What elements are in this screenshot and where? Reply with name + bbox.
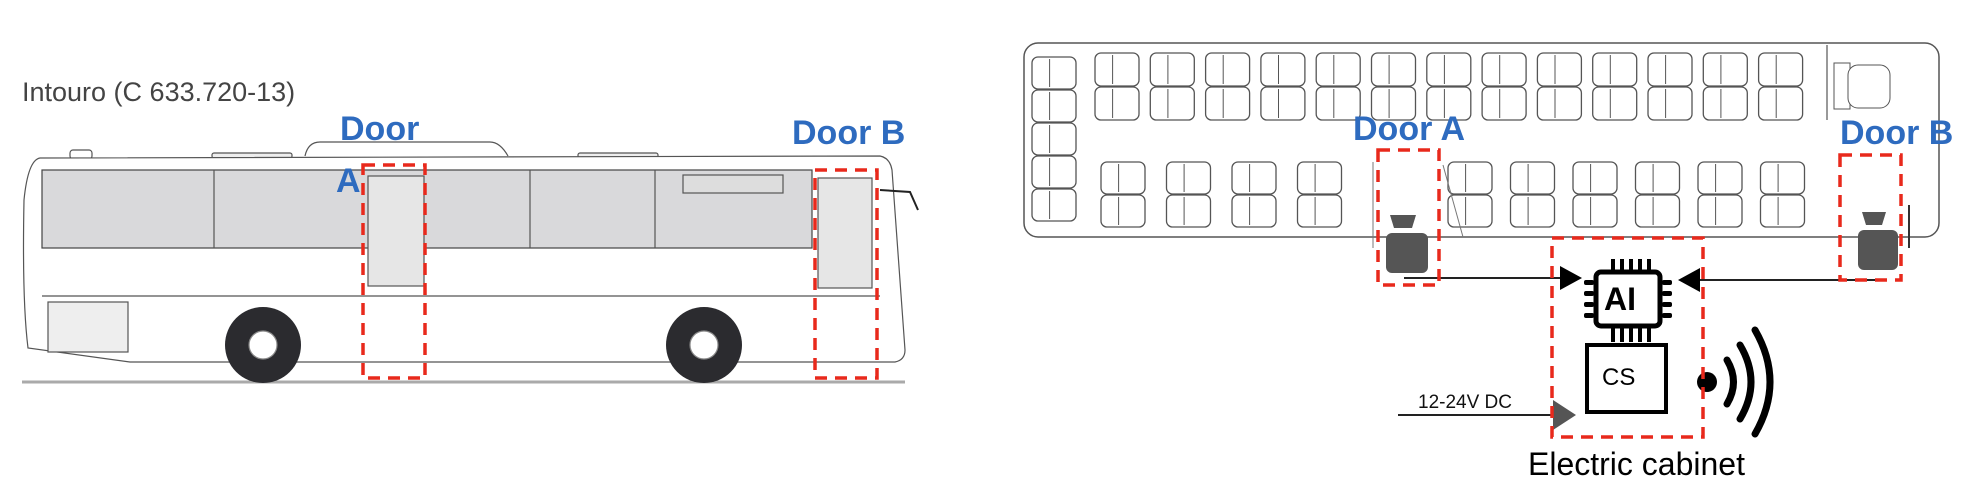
roof-unit bbox=[304, 141, 509, 157]
seat-layout bbox=[1031, 52, 1806, 228]
seat-icon bbox=[1702, 52, 1748, 87]
driver-seat-icon bbox=[1847, 64, 1891, 109]
seat-icon bbox=[1592, 86, 1638, 121]
controller-box bbox=[1585, 343, 1668, 414]
seat-icon bbox=[1509, 194, 1556, 228]
front-wheel-hub bbox=[689, 330, 719, 360]
seat-icon bbox=[1757, 86, 1804, 121]
seat-icon bbox=[1697, 194, 1743, 228]
door-a-panel bbox=[367, 175, 425, 287]
seat-icon bbox=[1647, 86, 1693, 121]
seat-icon bbox=[1204, 86, 1251, 121]
seat-icon bbox=[1426, 52, 1472, 87]
ai-chip-icon bbox=[1584, 259, 1672, 342]
door-a-floorplan-highlight-box bbox=[1376, 148, 1441, 287]
seat-icon bbox=[1572, 194, 1618, 228]
seat-icon bbox=[1426, 86, 1472, 121]
seat-icon bbox=[1231, 161, 1277, 195]
door-a-sensor-icon bbox=[1386, 233, 1428, 273]
seat-icon bbox=[1697, 161, 1743, 195]
seat-icon bbox=[1536, 52, 1583, 87]
arrow-head-icon bbox=[1560, 266, 1582, 290]
electric-cabinet-highlight-box bbox=[1550, 236, 1705, 439]
arrow-head-icon bbox=[1678, 268, 1700, 292]
door-a-sensor-head bbox=[1390, 215, 1416, 228]
seat-icon bbox=[1572, 161, 1618, 195]
door-b-highlight-box bbox=[813, 168, 879, 380]
door-b-sensor-icon bbox=[1858, 230, 1898, 270]
seat-icon bbox=[1757, 52, 1804, 87]
seat-icon bbox=[1315, 52, 1361, 87]
seat-icon bbox=[1231, 194, 1277, 228]
seat-icon bbox=[1481, 52, 1527, 87]
seat-icon bbox=[1260, 52, 1306, 87]
wireless-signal-icon bbox=[1697, 326, 1774, 438]
seat-icon bbox=[1447, 194, 1493, 228]
door-a-highlight-box bbox=[361, 163, 427, 380]
electric-cabinet-label: Electric cabinet bbox=[1528, 446, 1745, 482]
seat-icon bbox=[1536, 86, 1583, 121]
door-a-floorplan-label: Door A bbox=[1353, 110, 1466, 148]
door-b-sensor-head bbox=[1862, 212, 1886, 225]
seat-icon bbox=[1165, 161, 1212, 195]
seat-icon bbox=[1759, 194, 1806, 228]
seat-icon bbox=[1165, 194, 1212, 228]
power-supply-label: 12-24V DC bbox=[1418, 392, 1512, 413]
seat-icon bbox=[1031, 188, 1077, 222]
seat-icon bbox=[1634, 194, 1681, 228]
rear-wheel-hub bbox=[248, 330, 278, 360]
seat-icon bbox=[1204, 52, 1251, 87]
seat-icon bbox=[1447, 161, 1493, 195]
seat-icon bbox=[1031, 155, 1077, 189]
seat-icon bbox=[1481, 86, 1527, 121]
seat-icon bbox=[1094, 52, 1140, 87]
seat-icon bbox=[1031, 122, 1077, 156]
door-b-floorplan-label: Door B bbox=[1840, 114, 1954, 152]
engine-grille bbox=[47, 301, 129, 353]
door-a-side-label: Door bbox=[340, 110, 420, 148]
bus-side-view bbox=[22, 141, 919, 384]
seat-icon bbox=[1149, 86, 1195, 121]
door-a-leaf bbox=[1442, 164, 1464, 238]
door-b-panel bbox=[817, 177, 873, 289]
seat-icon bbox=[1260, 86, 1306, 121]
controller-label: CS bbox=[1602, 364, 1636, 391]
seat-icon bbox=[1031, 56, 1077, 90]
seat-icon bbox=[1100, 161, 1146, 195]
seat-icon bbox=[1149, 52, 1195, 87]
seat-icon bbox=[1296, 194, 1343, 228]
door-b-floorplan-highlight-box bbox=[1838, 153, 1903, 282]
seat-icon bbox=[1296, 161, 1343, 195]
door-a-side-label-letter: A bbox=[336, 162, 361, 200]
seat-icon bbox=[1315, 86, 1361, 121]
seat-icon bbox=[1031, 89, 1077, 123]
ai-chip-label: AI bbox=[1604, 281, 1636, 317]
bus-model-label: Intouro (C 633.720-13) bbox=[22, 77, 296, 107]
seat-icon bbox=[1759, 161, 1806, 195]
seat-icon bbox=[1100, 194, 1146, 228]
seat-icon bbox=[1702, 86, 1748, 121]
seat-icon bbox=[1647, 52, 1693, 87]
power-arrow-icon bbox=[1553, 400, 1576, 430]
seat-icon bbox=[1509, 161, 1556, 195]
seat-icon bbox=[1592, 52, 1638, 87]
mirror-icon bbox=[879, 189, 919, 211]
destination-sign bbox=[682, 174, 784, 194]
door-b-side-label: Door B bbox=[792, 114, 906, 152]
seat-icon bbox=[1370, 86, 1417, 121]
seat-icon bbox=[1634, 161, 1681, 195]
seat-icon bbox=[1094, 86, 1140, 121]
seat-icon bbox=[1370, 52, 1417, 87]
